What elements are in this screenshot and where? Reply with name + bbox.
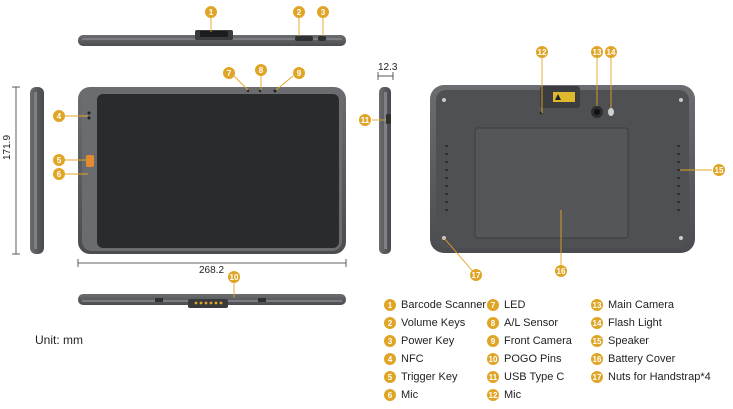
callout-1: 1 <box>205 6 217 18</box>
right-side-view <box>379 87 391 254</box>
legend-label: USB Type C <box>504 371 565 383</box>
legend-item: 6 Mic <box>384 387 418 403</box>
legend-number: 6 <box>384 389 396 401</box>
pogo-pins <box>188 299 228 308</box>
legend-number: 16 <box>591 353 603 365</box>
legend-item: 7 LED <box>487 297 525 313</box>
warning-label <box>553 92 575 102</box>
unit-label: Unit: mm <box>35 333 83 347</box>
legend-number: 5 <box>384 371 396 383</box>
legend-label: Power Key <box>401 335 455 347</box>
leader-lines <box>65 18 712 298</box>
legend-label: Mic <box>401 389 419 401</box>
legend-label: Nuts for Handstrap*4 <box>608 371 711 383</box>
legend-label: Main Camera <box>608 299 675 311</box>
callout-14: 14 <box>605 46 617 58</box>
legend-number: 1 <box>384 299 396 311</box>
height-label: 171.9 <box>2 134 13 160</box>
callout-15: 15 <box>713 164 725 176</box>
legend-item: 16 Battery Cover <box>591 351 675 367</box>
legend-label: A/L Sensor <box>504 317 559 329</box>
callout-2: 2 <box>293 6 305 18</box>
legend-item: 4 NFC <box>384 351 424 367</box>
legend-item: 11 USB Type C <box>487 369 564 385</box>
legend-item: 12 Mic <box>487 387 521 403</box>
thickness-label: 12.3 <box>378 62 398 73</box>
legend-item: 14 Flash Light <box>591 315 662 331</box>
legend-number: 3 <box>384 335 396 347</box>
legend-item: 8 A/L Sensor <box>487 315 558 331</box>
legend-number: 8 <box>487 317 499 329</box>
legend-item: 5 Trigger Key <box>384 369 457 385</box>
legend-label: Barcode Scanner <box>401 299 486 311</box>
callout-16: 16 <box>555 265 567 277</box>
flash-light <box>608 108 614 116</box>
left-side-view <box>30 87 44 254</box>
callout-11: 11 <box>359 114 371 126</box>
bottom-edge-view <box>78 294 346 308</box>
legend-number: 13 <box>591 299 603 311</box>
legend-number: 10 <box>487 353 499 365</box>
legend-label: Front Camera <box>504 335 572 347</box>
legend-item: 10 POGO Pins <box>487 351 561 367</box>
legend-label: LED <box>504 299 526 311</box>
usb-type-c-port <box>386 114 391 124</box>
legend-label: Mic <box>504 389 522 401</box>
back-view <box>430 85 695 253</box>
callout-17: 17 <box>470 269 482 281</box>
callout-7: 7 <box>223 67 235 79</box>
legend-item: 15 Speaker <box>591 333 649 349</box>
legend-number: 9 <box>487 335 499 347</box>
legend-label: Flash Light <box>608 317 662 329</box>
width-dimension <box>77 259 347 267</box>
legend-item: 17 Nuts for Handstrap*4 <box>591 369 711 385</box>
thickness-dimension <box>377 72 394 80</box>
legend-label: NFC <box>401 353 424 365</box>
battery-cover <box>474 127 629 239</box>
legend-label: Battery Cover <box>608 353 676 365</box>
legend-item: 9 Front Camera <box>487 333 572 349</box>
width-label: 268.2 <box>199 265 225 276</box>
callout-13: 13 <box>591 46 603 58</box>
legend-number: 14 <box>591 317 603 329</box>
legend-item: 2 Volume Keys <box>384 315 465 331</box>
callout-4: 4 <box>53 110 65 122</box>
callout-12: 12 <box>536 46 548 58</box>
volume-keys <box>295 36 313 41</box>
legend-label: Volume Keys <box>401 317 466 329</box>
legend-label: Speaker <box>608 335 649 347</box>
legend-label: POGO Pins <box>504 353 562 365</box>
callout-8: 8 <box>255 64 267 76</box>
legend-item: 1 Barcode Scanner <box>384 297 486 313</box>
legend-number: 17 <box>591 371 603 383</box>
callout-10: 10 <box>228 271 240 283</box>
callout-3: 3 <box>317 6 329 18</box>
legend-number: 7 <box>487 299 499 311</box>
legend-label: Trigger Key <box>401 371 458 383</box>
front-view <box>78 87 346 254</box>
callout-5: 5 <box>53 154 65 166</box>
callout-6: 6 <box>53 168 65 180</box>
power-key <box>318 36 326 41</box>
legend-number: 15 <box>591 335 603 347</box>
trigger-key <box>86 155 94 167</box>
legend-number: 2 <box>384 317 396 329</box>
top-edge-view <box>78 30 346 46</box>
legend-item: 3 Power Key <box>384 333 454 349</box>
legend-number: 12 <box>487 389 499 401</box>
legend-number: 4 <box>384 353 396 365</box>
height-dimension <box>12 86 20 255</box>
callout-9: 9 <box>293 67 305 79</box>
legend-item: 13 Main Camera <box>591 297 674 313</box>
legend-number: 11 <box>487 371 499 383</box>
screen <box>97 94 339 248</box>
